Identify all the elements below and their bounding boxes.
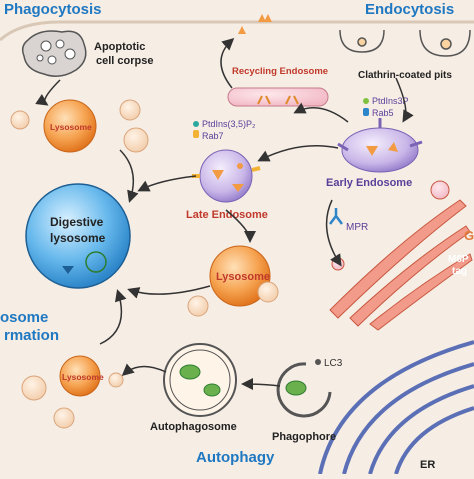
clathrin-pits (339, 29, 471, 57)
m6p-label-1: M6P (448, 254, 469, 265)
early-endosome (337, 118, 423, 173)
lysosome-top (10, 99, 149, 153)
lysosome-lower (21, 355, 124, 429)
autophagosome (163, 343, 237, 417)
lysosome-middle-label: Lysosome (216, 271, 270, 283)
phagophore-label: Phagophore (272, 431, 336, 443)
pathway-arrows (35, 37, 414, 391)
phagophore (276, 362, 332, 418)
autophagosome-label: Autophagosome (150, 421, 237, 433)
ptdins35p2-marker (193, 121, 199, 127)
digestive-lysosome (25, 183, 131, 289)
digestive-label-2: lysosome (50, 231, 106, 245)
lysosome-lower-label: Lysosome (62, 372, 104, 382)
late-endosome-label: Late Endosome (186, 209, 268, 221)
autophagy-title: Autophagy (196, 449, 275, 466)
mpr-label: MPR (346, 222, 368, 233)
ptdins3p-marker (363, 98, 369, 104)
mpr-icon (329, 208, 343, 225)
rab5-label: Rab5 (372, 108, 394, 118)
phagocytosis-title: Phagocytosis (4, 1, 102, 18)
lysosome-top-label: Lysosome (50, 122, 92, 132)
ptdins3p-label: PtdIns3P (372, 96, 409, 106)
rab5-marker (363, 108, 369, 116)
cell-corpse-label: cell corpse (96, 55, 153, 67)
ptdins35p2-label: PtdIns(3,5)P₂ (202, 119, 256, 129)
late-endosome (192, 149, 261, 203)
formation-label-1: osome (0, 309, 48, 326)
recycling-label: Recycling Endosome (232, 66, 328, 77)
recycling-endosome (227, 87, 329, 107)
lysosome-middle (187, 245, 279, 317)
apoptotic-label: Apoptotic (94, 41, 145, 53)
receptor-icons (238, 14, 272, 34)
golgi-edge-label: G (464, 228, 474, 243)
lc3-marker (315, 359, 321, 365)
rab7-marker (193, 130, 199, 138)
er-label: ER (420, 459, 435, 471)
rab7-label: Rab7 (202, 131, 224, 141)
cell-membrane (0, 20, 474, 42)
apoptotic-cell (21, 30, 87, 77)
endocytosis-title: Endocytosis (365, 1, 454, 18)
endoplasmic-reticulum (318, 340, 474, 475)
m6p-label-2: tag (452, 266, 467, 277)
clathrin-label: Clathrin-coated pits (358, 70, 452, 81)
digestive-label-1: Digestive (50, 215, 104, 229)
lc3-label: LC3 (324, 358, 343, 369)
formation-label-2: rmation (4, 327, 59, 344)
early-endosome-label: Early Endosome (326, 177, 412, 189)
golgi (329, 180, 473, 331)
